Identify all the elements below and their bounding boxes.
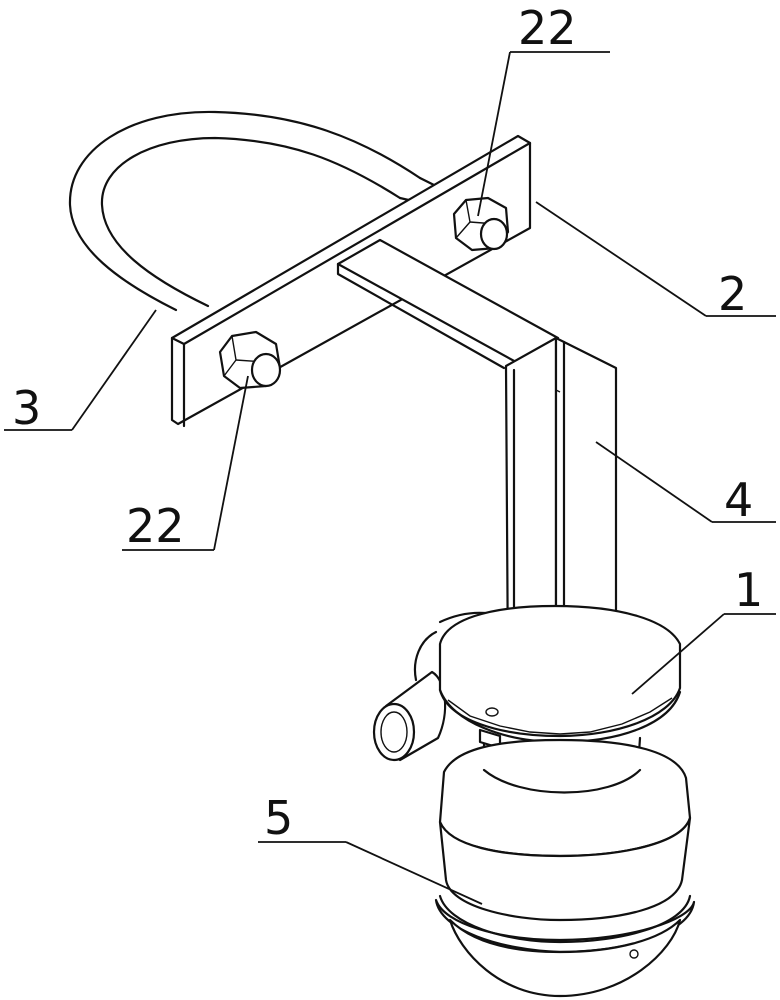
label-22-bottom: 22 bbox=[126, 499, 185, 553]
label-3: 3 bbox=[12, 381, 41, 435]
leader-lines bbox=[4, 51, 776, 905]
label-22-top: 22 bbox=[518, 1, 577, 55]
label-1: 1 bbox=[734, 563, 763, 617]
label-2: 2 bbox=[718, 267, 747, 321]
camera-head bbox=[372, 604, 682, 786]
nut-bottom bbox=[218, 330, 282, 390]
u-bolt bbox=[68, 110, 442, 312]
label-5: 5 bbox=[264, 791, 293, 845]
nut-top bbox=[452, 196, 510, 252]
label-4: 4 bbox=[724, 473, 753, 527]
lower-housing bbox=[434, 738, 696, 998]
